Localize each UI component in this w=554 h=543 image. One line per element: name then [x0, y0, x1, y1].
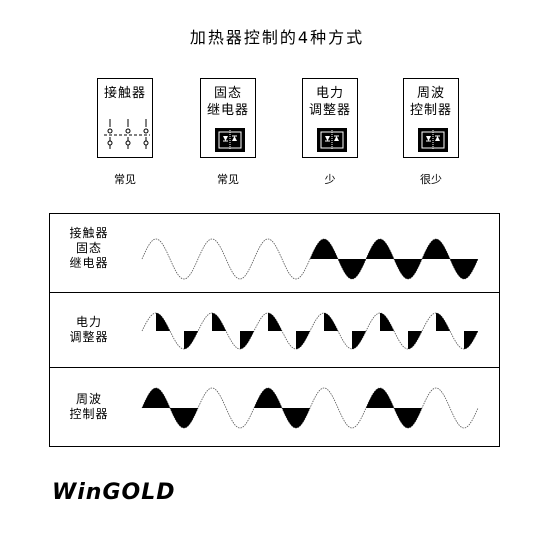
phase-angle-waveform: [141, 312, 479, 350]
card-label: 电力 调整器: [308, 86, 351, 118]
brand-logo: WinGOLD: [52, 480, 176, 505]
card-contactor: 接触器: [97, 78, 153, 158]
onoff-waveform: [141, 238, 479, 280]
freq-power-regulator: 少: [324, 173, 336, 186]
freq-cycle-controller: 很少: [420, 173, 442, 186]
panel-onoff: 接触器 固态 继电器: [49, 213, 500, 293]
card-label: 接触器: [103, 86, 146, 101]
diagram-title: 加热器控制的4种方式: [189, 28, 365, 47]
panel-phase-angle: 电力 调整器: [49, 292, 500, 368]
freq-contactor: 常见: [114, 173, 136, 186]
card-cycle-controller: 周波 控制器: [403, 78, 459, 158]
card-power-regulator: 电力 调整器: [302, 78, 358, 158]
contactor-switch-icon: [104, 119, 150, 149]
panel-cycle-control: 周波 控制器: [49, 367, 500, 447]
card-label: 固态 继电器: [206, 86, 249, 118]
cycle-control-waveform: [141, 387, 479, 429]
cycle-controller-thyristor-icon: [418, 128, 448, 152]
ssr-thyristor-icon: [215, 128, 245, 152]
card-label: 周波 控制器: [409, 86, 452, 118]
panel-label: 电力 调整器: [69, 315, 109, 344]
panel-label: 周波 控制器: [69, 392, 109, 421]
freq-ssr: 常见: [217, 173, 239, 186]
card-ssr: 固态 继电器: [200, 78, 256, 158]
power-regulator-thyristor-icon: [317, 128, 347, 152]
panel-label: 接触器 固态 继电器: [69, 226, 109, 270]
